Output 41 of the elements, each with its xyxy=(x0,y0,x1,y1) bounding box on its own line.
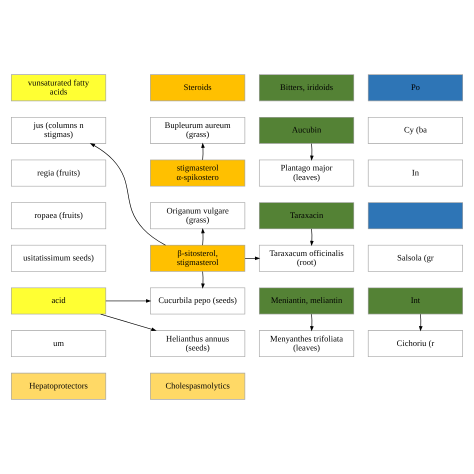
node-box: Cholespasmolytics xyxy=(150,372,246,400)
arrow xyxy=(310,228,314,246)
node-box: um xyxy=(10,330,106,358)
node-box: Bupleurum aureum (grass) xyxy=(150,116,246,144)
node-box: Hepatoprotectors xyxy=(10,372,106,400)
node-box: Aucubin xyxy=(258,116,354,144)
node-box: Steroids xyxy=(150,74,246,102)
node-box: Taraxacum officinalis (root) xyxy=(258,244,354,272)
node-box: ropaea (fruits) xyxy=(10,202,106,230)
arrow xyxy=(244,256,260,260)
node-box: Origanum vulgare (grass) xyxy=(150,202,246,230)
node-box: Salsola (gr xyxy=(368,244,464,272)
arrow xyxy=(106,299,152,303)
node-box: Po xyxy=(368,74,464,102)
node-box: Helianthus annuus (seeds) xyxy=(150,330,246,358)
node-box: usitatissimum seeds) xyxy=(10,244,106,272)
node-box: Meniantin, meliantin xyxy=(258,288,354,314)
node-box: Int xyxy=(368,288,464,314)
node-box: Bitters, iridoids xyxy=(258,74,354,102)
arrow xyxy=(201,228,205,246)
node-box: Cichoriu (r xyxy=(368,330,464,358)
node-box: acid xyxy=(10,288,106,314)
node-box: Cy (ba xyxy=(368,116,464,144)
arrow xyxy=(201,271,205,289)
node-box: jus (columns n stigmas) xyxy=(10,116,106,144)
node-box: In xyxy=(368,160,464,186)
node-box: Taraxacin xyxy=(258,202,354,230)
node-box: vunsaturated fatty acids xyxy=(10,74,106,102)
node-box: regia (fruits) xyxy=(10,160,106,186)
node-box: Plantago major (leaves) xyxy=(258,160,354,186)
node-box: Menyanthes trifoliata (leaves) xyxy=(258,330,354,358)
arrow xyxy=(90,143,166,246)
arrow xyxy=(310,143,314,161)
arrow xyxy=(310,314,314,332)
node-box: β-sitosterol, stigmasterol xyxy=(150,244,246,272)
arrow xyxy=(201,142,205,160)
arrow xyxy=(418,314,423,332)
arrow xyxy=(100,314,157,332)
node-box xyxy=(368,202,464,230)
node-box: stigmasterol α-spikostero xyxy=(150,160,246,186)
node-box: Cucurbila pepo (seeds) xyxy=(150,288,246,314)
